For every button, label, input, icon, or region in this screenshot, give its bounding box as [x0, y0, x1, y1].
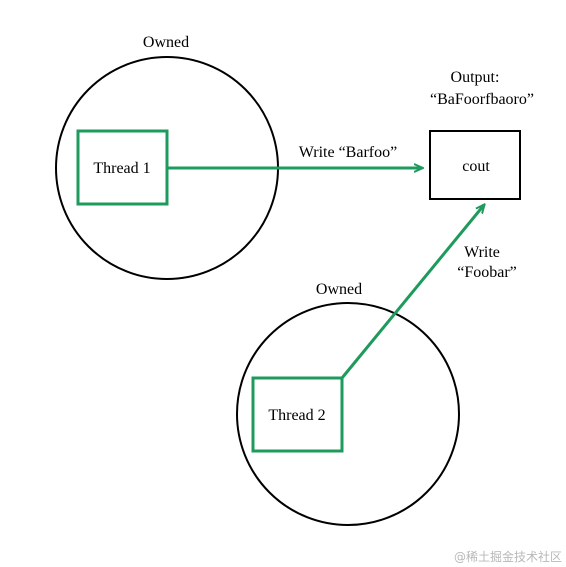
cout-label: cout	[462, 158, 490, 175]
write-arrow-thread2	[340, 205, 484, 379]
write-label-thread1: Write “Barfoo”	[299, 144, 397, 161]
write-label-thread2-line1: Write	[464, 244, 500, 261]
watermark: @稀土掘金技术社区	[454, 549, 562, 564]
write-label-thread2-line2: “Foobar”	[457, 264, 517, 281]
thread1-label: Thread 1	[93, 160, 150, 177]
output-title: Output:	[451, 69, 500, 86]
thread2-box	[251, 376, 344, 453]
cout-box	[429, 130, 521, 200]
ownership-circle-thread2	[236, 302, 460, 526]
owned-label-thread1: Owned	[143, 34, 189, 51]
output-value: “BaFoorfbaoro”	[430, 91, 534, 108]
thread2-label: Thread 2	[268, 407, 325, 424]
owned-label-thread2: Owned	[316, 281, 362, 298]
